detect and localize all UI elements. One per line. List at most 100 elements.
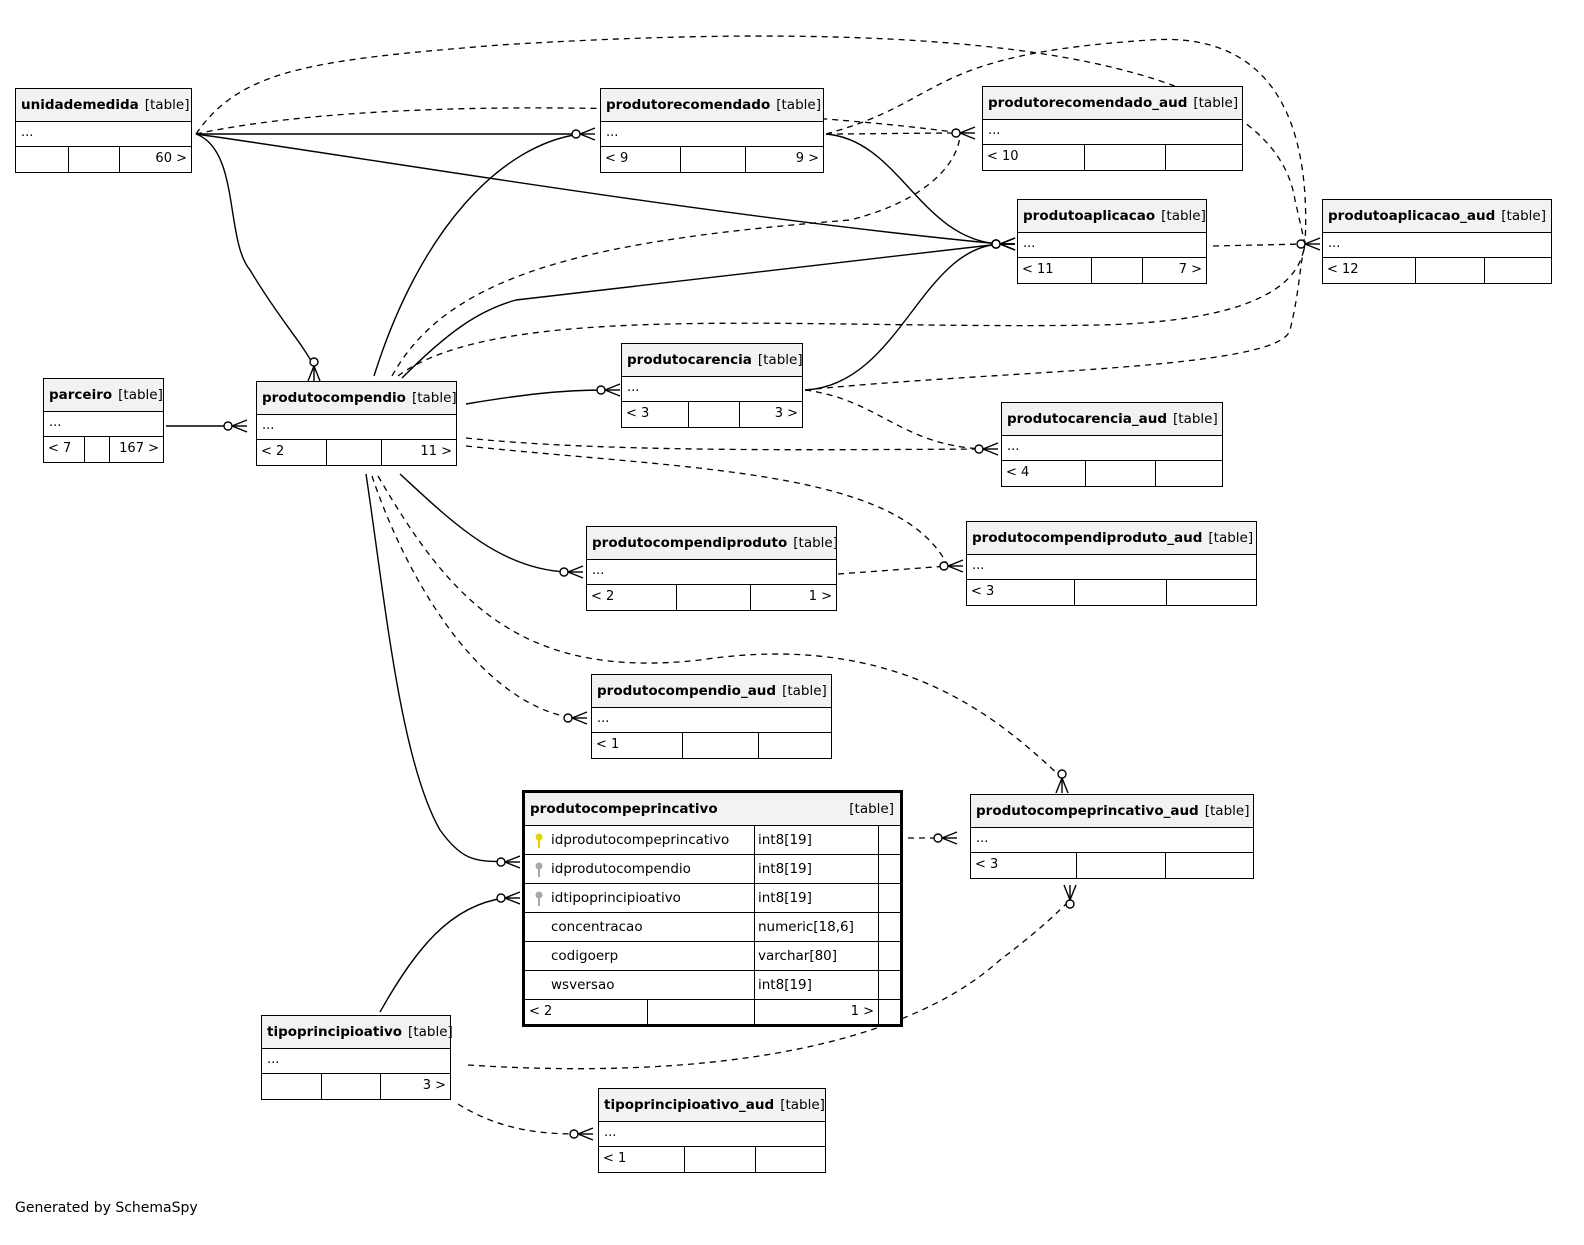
relationship-optional-marker xyxy=(991,239,1001,249)
relationship-crowfoot-marker xyxy=(571,717,588,725)
table-produtoaplicacao_aud[interactable]: produtoaplicacao_aud[table]...< 12 xyxy=(1322,199,1552,284)
children-count[interactable]: < 9 xyxy=(605,151,629,166)
table-produtocompeprincativo[interactable]: produtocompeprincativo [table] idproduto… xyxy=(522,790,903,1027)
parents-count[interactable]: 9 > xyxy=(745,147,823,172)
parents-count[interactable] xyxy=(755,1147,825,1172)
table-tipoprincipioativo_aud[interactable]: tipoprincipioativo_aud[table]...< 1 xyxy=(598,1088,826,1173)
table-produtocarencia_aud[interactable]: produtocarencia_aud[table]...< 4 xyxy=(1001,402,1223,487)
rel-tipoprincipioativo-produtocompeprincativo_aud xyxy=(467,899,1071,1070)
children-count[interactable] xyxy=(262,1074,321,1099)
columns-placeholder[interactable]: ... xyxy=(592,708,831,733)
children-count[interactable]: < 2 xyxy=(529,1004,553,1019)
table-produtocompeprincativo_aud[interactable]: produtocompeprincativo_aud[table]...< 3 xyxy=(970,794,1254,879)
table-produtocompendiproduto_aud[interactable]: produtocompendiproduto_aud[table]...< 3 xyxy=(966,521,1257,606)
table-produtorecomendado_aud[interactable]: produtorecomendado_aud[table]...< 10 xyxy=(982,86,1243,171)
relationship-optional-marker xyxy=(309,357,319,367)
children-count[interactable]: < 11 xyxy=(1022,262,1054,277)
children-count[interactable]: < 10 xyxy=(987,149,1019,164)
relationship-optional-marker xyxy=(939,561,949,571)
parents-count[interactable]: 1 > xyxy=(750,585,836,610)
columns-placeholder[interactable]: ... xyxy=(971,828,1253,853)
parents-count[interactable]: 3 > xyxy=(380,1074,450,1099)
table-footer: 60 > xyxy=(16,147,191,172)
table-tipoprincipioativo[interactable]: tipoprincipioativo[table]...3 > xyxy=(261,1015,453,1100)
children-count[interactable]: < 1 xyxy=(596,737,620,752)
children-count[interactable]: < 1 xyxy=(603,1151,627,1166)
parents-count[interactable] xyxy=(1165,145,1242,170)
columns-placeholder[interactable]: ... xyxy=(1323,233,1551,258)
columns-placeholder[interactable]: ... xyxy=(967,555,1256,580)
parents-count[interactable] xyxy=(1165,853,1253,878)
column-name-text: idtipoprincipioativo xyxy=(551,890,681,906)
table-name: produtocompendio_aud xyxy=(597,683,777,699)
children-count[interactable]: < 2 xyxy=(261,444,285,459)
rel-produtocompendio-produtocompendio_aud xyxy=(371,475,573,719)
rel-produtocarencia-produtocarencia_aud xyxy=(804,389,984,450)
parents-count[interactable] xyxy=(1166,580,1256,605)
children-count[interactable]: < 3 xyxy=(971,584,995,599)
columns-placeholder[interactable]: ... xyxy=(601,122,823,147)
parents-count[interactable]: 3 > xyxy=(739,402,802,427)
table-header: produtocarencia[table] xyxy=(622,344,803,377)
table-kind: [table] xyxy=(118,387,163,403)
table-kind: [table] xyxy=(1173,411,1218,427)
columns-placeholder[interactable]: ... xyxy=(983,120,1242,145)
parents-count[interactable]: 60 > xyxy=(119,147,191,172)
spacer xyxy=(1074,580,1166,605)
spacer xyxy=(680,147,745,172)
spacer xyxy=(878,826,900,854)
parents-count[interactable] xyxy=(1155,461,1222,486)
relationship-crowfoot-marker xyxy=(577,1133,594,1141)
relationship-optional-marker xyxy=(1296,239,1306,249)
parents-count[interactable]: 7 > xyxy=(1142,258,1206,283)
table-produtocarencia[interactable]: produtocarencia[table]... < 3 3 > xyxy=(621,343,803,428)
columns-placeholder[interactable]: ... xyxy=(587,560,836,585)
columns-placeholder[interactable]: ... xyxy=(44,412,163,437)
table-name: produtocarencia xyxy=(627,352,752,368)
children-count[interactable]: < 3 xyxy=(975,857,999,872)
children-count[interactable]: < 3 xyxy=(626,406,650,421)
spacer xyxy=(1091,258,1142,283)
columns-placeholder[interactable]: ... xyxy=(1018,233,1206,258)
parents-count[interactable]: 1 > xyxy=(754,1000,878,1027)
parents-count[interactable] xyxy=(758,733,831,758)
parents-count[interactable]: 167 > xyxy=(109,437,163,462)
columns-placeholder[interactable]: ... xyxy=(257,415,456,440)
children-count[interactable] xyxy=(16,147,68,172)
column-type: int8[19] xyxy=(754,971,878,999)
columns-placeholder[interactable]: ... xyxy=(16,122,191,147)
columns-placeholder[interactable]: ... xyxy=(599,1122,825,1147)
relationship-crowfoot-marker xyxy=(571,711,588,719)
relationship-optional-marker xyxy=(1057,769,1067,779)
spacer xyxy=(676,585,750,610)
children-count[interactable]: < 4 xyxy=(1006,465,1030,480)
parents-count[interactable] xyxy=(1484,258,1551,283)
table-unidademedida[interactable]: unidademedida[table]...60 > xyxy=(15,88,192,173)
children-count[interactable]: < 12 xyxy=(1327,262,1359,277)
table-produtocompendio_aud[interactable]: produtocompendio_aud[table]...< 1 xyxy=(591,674,832,759)
rel-produtocarencia-produtoaplicacao xyxy=(804,243,1001,391)
children-count[interactable]: < 7 xyxy=(48,441,72,456)
columns-placeholder[interactable]: ... xyxy=(262,1049,450,1074)
table-name: tipoprincipioativo xyxy=(267,1024,403,1040)
spacer xyxy=(878,913,900,941)
table-kind: [table] xyxy=(1193,95,1239,111)
parents-count[interactable]: 11 > xyxy=(381,440,456,465)
columns-placeholder[interactable]: ... xyxy=(622,377,802,402)
columns-placeholder[interactable]: ... xyxy=(1002,436,1222,461)
children-count[interactable]: < 2 xyxy=(591,589,615,604)
table-name: unidademedida xyxy=(21,97,139,113)
